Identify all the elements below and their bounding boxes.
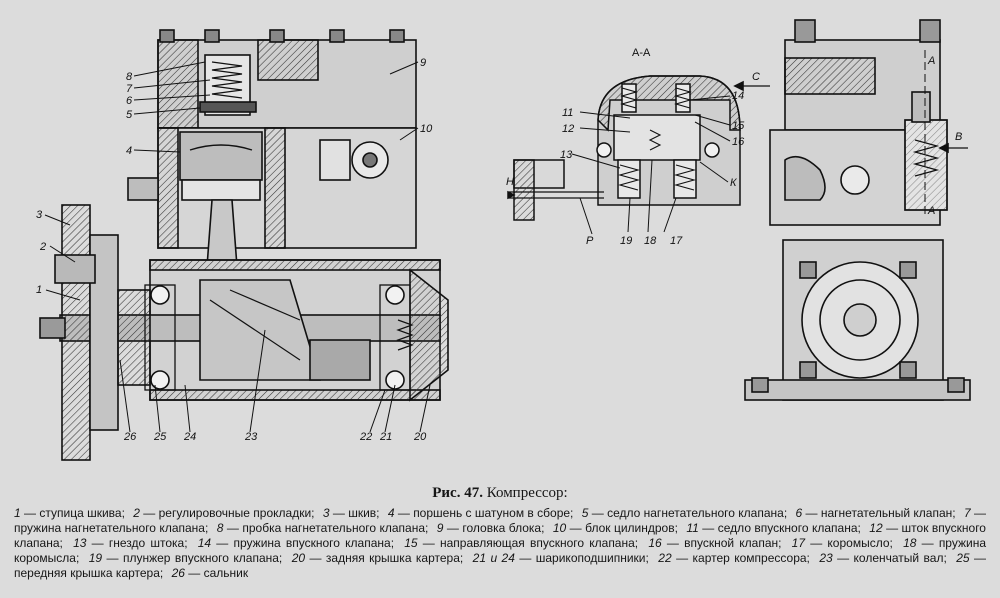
caption-title: Компрессор: [486, 485, 568, 501]
callout-1: 1 [36, 284, 42, 296]
callout-2: 2 [39, 241, 46, 253]
callout-5: 5 [126, 109, 133, 121]
legend-item: 10 — блок цилиндров; [552, 521, 678, 535]
callout-24: 24 [183, 431, 196, 443]
side-view [733, 19, 971, 401]
legend: 1 — ступица шкива; 2 — регулировочные пр… [14, 506, 986, 581]
compressor-drawing: 1 2 3 4 5 6 7 8 9 10 20 21 22 23 24 25 2… [36, 19, 971, 461]
legend-item: 3 — шкив; [322, 506, 380, 520]
callout-a-top: А [927, 55, 935, 67]
callout-p: Р [586, 235, 594, 247]
legend-item: 11 — седло впускного клапана; [686, 521, 861, 535]
legend-item: 18 — пружина коромысла; [14, 536, 987, 565]
callout-25: 25 [153, 431, 167, 443]
callout-3: 3 [36, 209, 43, 221]
callout-b: В [955, 131, 962, 143]
callout-9: 9 [420, 57, 426, 69]
legend-item: 1 — ступица шкива; [14, 506, 125, 520]
callout-10: 10 [420, 123, 433, 135]
legend-item: 6 — нагнетательный клапан; [795, 506, 956, 520]
callout-15: 15 [732, 120, 745, 132]
legend-item: 22 — картер компрессора; [658, 551, 810, 565]
legend-item: 15 — направляющая впускного клапана; [404, 536, 639, 550]
technical-drawing: 1 2 3 4 5 6 7 8 9 10 20 21 22 23 24 25 2… [36, 19, 971, 461]
callout-8: 8 [126, 71, 133, 83]
callout-20: 20 [413, 431, 427, 443]
callout-13: 13 [560, 149, 573, 161]
callout-labels-right: С В А А [752, 55, 962, 217]
callout-17: 17 [670, 235, 683, 247]
legend-item: 12 — шток впускного клапана; [14, 521, 986, 550]
legend-item: 21 и 24 — шарикоподшипники; [472, 551, 649, 565]
callout-labels-mid: 11 12 13 14 15 16 17 18 19 К Р Н [506, 90, 745, 247]
legend-item: 7 — пружина нагнетательного клапана; [14, 506, 986, 535]
callout-c: С [752, 71, 760, 83]
section-a-a [507, 75, 741, 221]
caption-label: Рис. 47. [432, 485, 483, 501]
callout-22: 22 [359, 431, 372, 443]
figure-caption: Рис. 47. Компрессор: [0, 484, 1000, 502]
legend-item: 9 — головка блока; [436, 521, 545, 535]
legend-item: 16 — впускной клапан; [648, 536, 782, 550]
legend-item: 5 — седло нагнетательного клапана; [581, 506, 788, 520]
legend-item: 2 — регулировочные прокладки; [133, 506, 315, 520]
callout-14: 14 [732, 90, 744, 102]
legend-item: 17 — коромысло; [791, 536, 893, 550]
callout-11: 11 [562, 107, 573, 119]
legend-item: 25 — передняя крышка картера; [14, 551, 987, 580]
callout-leaders-left [44, 61, 431, 433]
callout-18: 18 [644, 235, 657, 247]
callout-labels-left: 1 2 3 4 5 6 7 8 9 10 20 21 22 23 24 25 2… [36, 57, 433, 443]
legend-item: 8 — пробка нагнетательного клапана; [216, 521, 429, 535]
callout-a-bottom: А [927, 205, 935, 217]
legend-item: 13 — гнездо штока; [73, 536, 188, 550]
callout-23: 23 [244, 431, 258, 443]
legend-item: 4 — поршень с шатуном в сборе; [387, 506, 574, 520]
legend-item: 20 — задняя крышка картера; [291, 551, 464, 565]
callout-21: 21 [379, 431, 392, 443]
callout-4: 4 [126, 145, 132, 157]
callout-k: К [730, 177, 737, 189]
callout-7: 7 [126, 83, 133, 95]
legend-item: 19 — плунжер впускного клапана; [88, 551, 283, 565]
callout-h: Н [506, 176, 514, 188]
callout-26: 26 [123, 431, 137, 443]
longitudinal-section [39, 29, 449, 461]
section-title: А-А [632, 47, 651, 59]
callout-leaders-mid [571, 95, 731, 235]
legend-item: 26 — сальник [171, 566, 249, 580]
legend-item: 23 — коленчатый вал; [819, 551, 947, 565]
callout-12: 12 [562, 123, 574, 135]
callout-16: 16 [732, 136, 745, 148]
callout-6: 6 [126, 95, 133, 107]
legend-item: 14 — пружина впускного клапана; [197, 536, 395, 550]
callout-19: 19 [620, 235, 632, 247]
